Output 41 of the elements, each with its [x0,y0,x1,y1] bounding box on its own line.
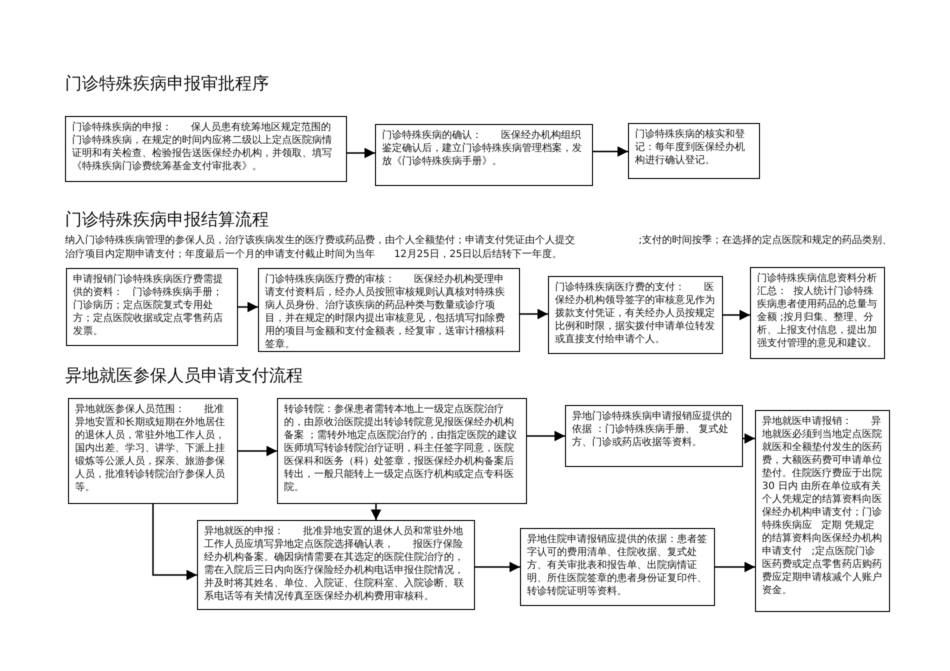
arrow [527,430,565,442]
process-box [277,398,527,504]
section-title: 门诊特殊疾病申报审批程序 [65,73,269,95]
box-text: 门诊特殊疾病的确认： 医保经办机构组织鉴定确认后，建立门诊特殊疾病管理档案，发放《门诊特殊疾病手册》。 [382,129,583,168]
box-text: 异地就医申请报销： 异地就医必须到当地定点医院就医和全额垫付发生的医药费，大额医药费可申请单位垫付。住院医疗费应于出院 30 日内 由所在单位或有关个人凭规定的结算资料向医保经办机构申请支付；门诊特殊疾病应 定期 凭规定的结算资料向医保经办机构申请支付 ;定点医院门诊医药费或定点零售药店购药费应定期申请核减个人账户资金。 [762,415,883,597]
process-box [66,268,238,346]
arrow [152,504,197,580]
process-box [565,405,743,467]
section-title: 异地就医参保人员申请支付流程 [65,365,303,387]
box-text: 门诊特殊疾病的核实和登记：每年度到医保经办机构进行确认登记。 [635,128,746,167]
arrow [347,148,375,158]
box-text: 门诊特殊疾病医疗费的审核： 医保经办机构受理申请支付资料后，经办人员按照审核规则认真核对特殊疾病人员身份、治疗该疾病的药品种类与数量或诊疗项目，并在规定的时限内提出审核意见，包括填写扣除费用的项目与金额和支付金额表，经复审，送审计稽核科签章。 [265,273,506,351]
arrow [238,302,258,312]
box-text: 异地就医的申报： 批准异地安置的退休人员和常驻外地工作人员应填写异地定点医院选择确认表， 报医疗保险经办机构备案。确因病情需要在其选定的医院住院治疗的，需在入院后三日内向医疗保险经办机构电话申报住院情况，并及时将其姓名、单位、入院证、住院科室、入院诊断、联系电话等有关情况传真至医保经办机构费用审核科。 [204,525,465,603]
box-text: 异地门诊特殊疾病申请报销应提供的依据 ：门诊特殊疾病手册、 复式处方、门诊或药店收据等资料。 [572,410,733,449]
process-box [65,116,347,182]
arrow [715,562,755,572]
process-box [375,124,593,186]
process-box [548,276,723,354]
arrow [475,562,520,572]
box-text: 门诊特殊疾病信息资料分析汇总： 按人统计门诊特殊疾病患者使用药品的总量与金额 ;按月归集、整理、分析、上报支付信息，提出加强支付管理的意见和建议。 [757,272,878,350]
box-text: 转诊转院：参保患者需转本地上一级定点医院治疗的，由原收治医院提出转诊转院意见报医保经办机构备案 ；需转外地定点医院治疗的，由指定医院的建议医师填写转诊转院治疗证明，科主任签字同意，医院医保科和医务（科）处签章，报医保经办机构备案后转出，一般只能转上一级定点医疗机构或定点专科医院。 [284,403,518,494]
arrow [743,433,755,444]
arrow [593,146,628,157]
process-box [750,267,885,359]
box-text: 门诊特殊疾病医疗费的支付： 医保经办机构领导签字的审核意见作为拨款支付凭证，有关经办人员按规定比例和时限，据实拨付申请单位转发或直接支付给申请个人。 [555,281,716,346]
section-title: 门诊特殊疾病申报结算流程 [65,209,269,231]
arrow [520,308,548,320]
process-box [520,528,715,606]
process-box [197,520,475,610]
arrow [370,504,382,520]
arrow [723,310,750,320]
description-text: 纳入门诊特殊疾病管理的参保人员，治疗该疾病发生的医疗费或药品费，由个人全额垫付；申请支付凭证由个人提交 ;支付的时间按季；在选择的定点医院和规定的药品类别、治疗项目内定期申请支付；年度最后一个月的申请支付截止时间为当年 12月25日，25日以后结转下一年度。 [65,234,893,261]
box-text: 申请报销门诊特殊疾病医疗费需提供的资料： 门诊特殊疾病手册；门诊病历；定点医院复式专用处方；定点医院收据或定点零售药店发票。 [73,273,224,338]
box-text: 异地住院申请报销应提供的依据：患者签字认可的费用清单、住院收据、复式处方、有关审批表和报告单、出院病情证明、所住医院签章的患者身份证复印件、转诊转院证明等资料。 [527,533,708,598]
arrow [238,446,277,456]
box-text: 异地就医参保人员范围： 批准异地安置和长期或短期在外地居住的退休人员，常驻外地工作人员，国内出差、学习、讲学、下派上挂锻炼等公派人员，探亲、旅游参保人员，批准转诊转院治疗参保人员等。 [75,403,226,494]
box-text: 门诊特殊疾病的申报： 保人员患有统筹地区规定范围的门诊特殊疾病，在规定的时间内应将二级以上定点医院病情证明和有关检查、检验报告送医保经办机构，并领取、填写《特殊疾病门诊费统筹基金支付审批表》。 [72,121,333,173]
process-box [628,123,760,179]
process-box [68,398,238,504]
process-box [755,410,890,612]
